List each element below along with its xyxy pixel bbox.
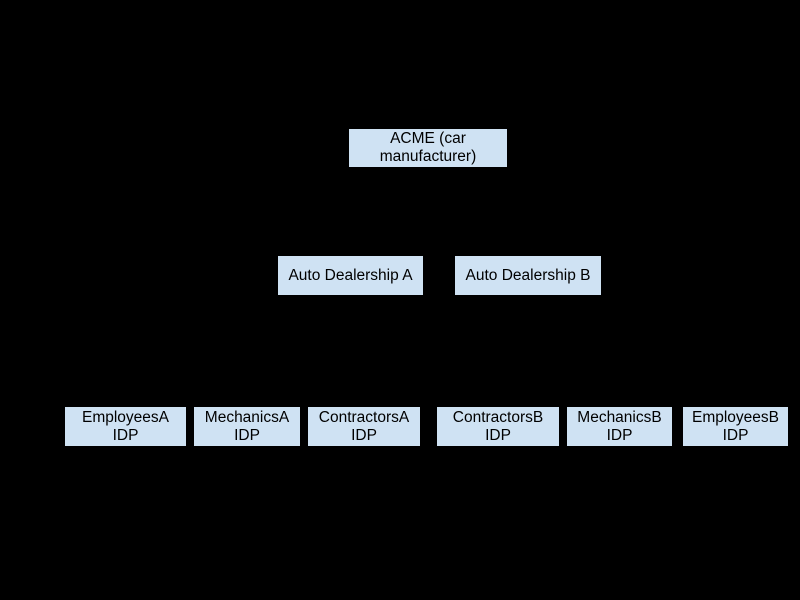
node-contractors-a-idp-line2: IDP — [351, 426, 377, 444]
node-mechanics-b-idp: MechanicsB IDP — [566, 406, 673, 447]
node-employees-a-idp-line1: EmployeesA — [81, 408, 169, 426]
node-acme-line1: ACME (car — [390, 130, 466, 147]
node-auto-dealership-a: Auto Dealership A — [277, 255, 424, 296]
node-contractors-a-idp: ContractorsA IDP — [307, 406, 421, 447]
node-mechanics-a-idp-line1: MechanicsA — [204, 408, 290, 426]
node-auto-dealership-b-label: Auto Dealership B — [465, 266, 591, 284]
node-mechanics-b-idp-line2: IDP — [606, 426, 633, 444]
node-auto-dealership-b: Auto Dealership B — [454, 255, 602, 296]
node-employees-a-idp: EmployeesA IDP — [64, 406, 187, 447]
node-employees-b-idp-line1: EmployeesB — [691, 408, 779, 426]
node-auto-dealership-a-label: Auto Dealership A — [288, 266, 413, 284]
node-employees-a-idp-line2: IDP — [112, 426, 139, 444]
node-mechanics-b-idp-line1: MechanicsB — [577, 408, 662, 426]
node-contractors-b-idp-line1: ContractorsB — [452, 408, 544, 426]
node-mechanics-a-idp-line2: IDP — [234, 426, 260, 444]
node-acme: ACME (car manufacturer) — [348, 128, 508, 168]
node-employees-b-idp: EmployeesB IDP — [682, 406, 789, 447]
node-acme-line2: manufacturer) — [379, 148, 477, 165]
node-contractors-b-idp: ContractorsB IDP — [436, 406, 560, 447]
node-contractors-b-idp-line2: IDP — [485, 426, 511, 444]
node-mechanics-a-idp: MechanicsA IDP — [193, 406, 301, 447]
node-contractors-a-idp-line1: ContractorsA — [318, 408, 410, 426]
node-employees-b-idp-line2: IDP — [722, 426, 749, 444]
